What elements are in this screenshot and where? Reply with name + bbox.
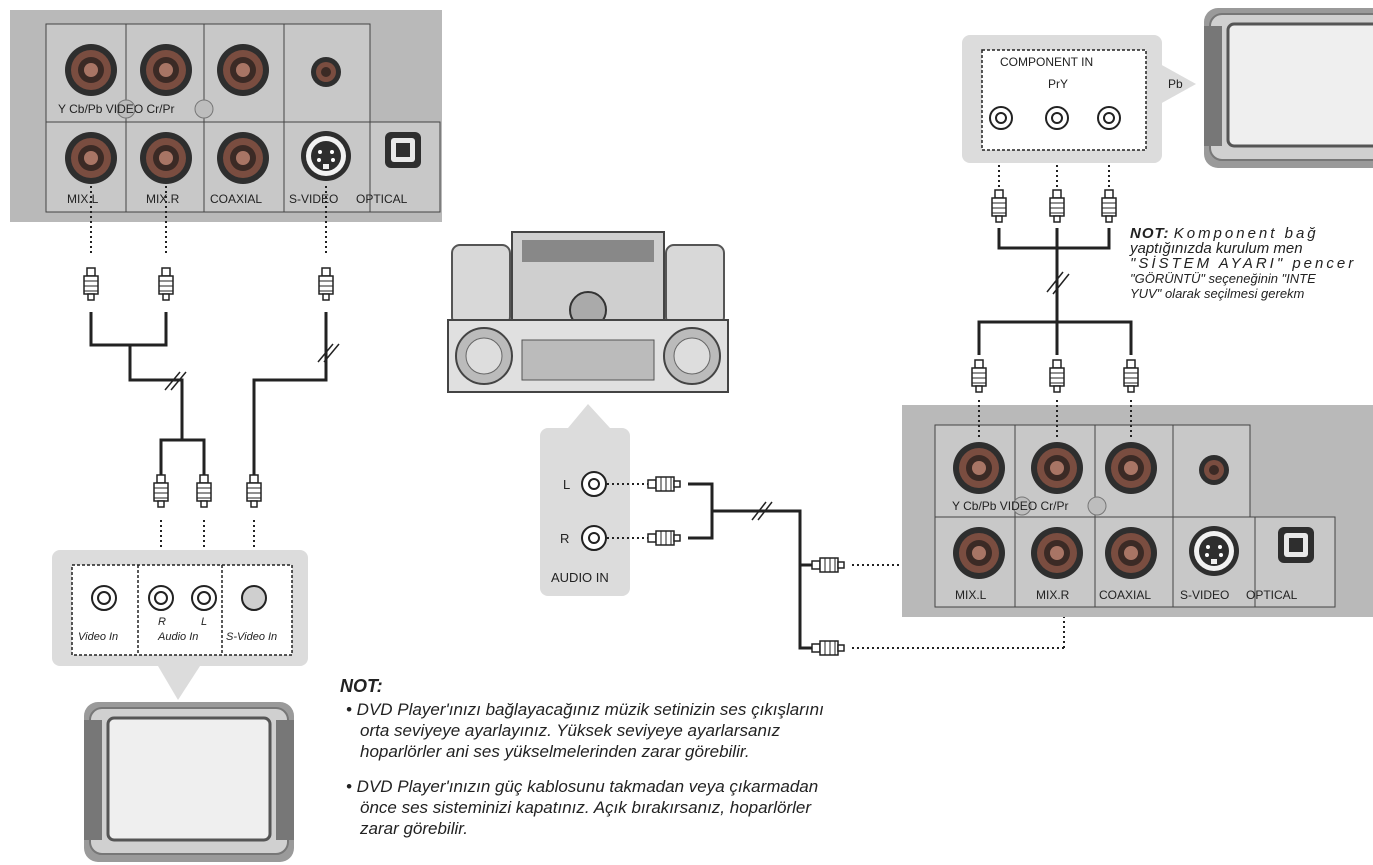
side-note-line5: YUV" olarak seçilmesi gerekm — [1130, 286, 1305, 301]
extra-jack — [311, 57, 341, 87]
audio-in-title: AUDIO IN — [551, 570, 609, 585]
mix-r-jack-right — [1031, 527, 1083, 579]
tv-left — [82, 700, 296, 864]
mix-l-label-right: MIX.L — [955, 588, 987, 602]
side-note-title: NOT: — [1130, 225, 1170, 242]
top-row-label: Y Cb/Pb VIDEO Cr/Pr — [58, 102, 174, 116]
side-note-line4: "GÖRÜNTÜ" seçeneğinin "INTE — [1130, 271, 1316, 286]
coaxial-label: COAXIAL — [210, 192, 262, 206]
plug-s-video-in — [246, 474, 262, 508]
coaxial-label-right: COAXIAL — [1099, 588, 1151, 602]
left-cables — [89, 186, 340, 590]
s-video-label: S-VIDEO — [289, 192, 338, 206]
bottom-note: NOT: • DVD Player'ınızı bağlayacağınız m… — [340, 676, 840, 853]
cr-pr-jack-right — [1105, 442, 1157, 494]
mix-l-jack-right — [953, 527, 1005, 579]
plug-audio-in-r — [647, 530, 681, 546]
plug-mix-r — [158, 267, 174, 301]
stereo-system — [447, 231, 729, 393]
r-label: R — [158, 616, 166, 628]
component-cables — [977, 160, 1133, 440]
mix-l-label: MIX.L — [67, 192, 99, 206]
plug-s-video — [318, 267, 334, 301]
plug-mix-l — [83, 267, 99, 301]
side-note-line3: "SİSTEM AYARI" pencer — [1130, 255, 1357, 272]
tv-right — [1202, 6, 1373, 170]
pry-label: PrY — [1048, 77, 1068, 91]
mix-r-label: MIX.R — [146, 192, 180, 206]
mix-r-label-right: MIX.R — [1036, 588, 1070, 602]
optical-label-right: OPTICAL — [1246, 588, 1298, 602]
optical-label: OPTICAL — [356, 192, 408, 206]
plug-audio-in-l — [647, 476, 681, 492]
y-jack — [65, 44, 117, 96]
plug-audio-l — [196, 474, 212, 508]
plug-mix-r-right — [811, 640, 845, 656]
audio-r-label: R — [560, 531, 569, 546]
note-title: NOT: — [340, 676, 383, 696]
note-item-1: • DVD Player'ınızı bağlayacağınız müzik … — [346, 700, 824, 761]
dvd-player-back-panel-left: Y Cb/Pb VIDEO Cr/Pr MIX.L MIX.R COAXIAL … — [10, 10, 442, 222]
plug-comp-3 — [1101, 189, 1117, 223]
plug-mix-l-right — [811, 557, 845, 573]
s-video-in-label: S-Video In — [226, 631, 277, 643]
video-in-label: Video In — [78, 631, 118, 643]
mix-l-jack — [65, 132, 117, 184]
top-row-label-right: Y Cb/Pb VIDEO Cr/Pr — [952, 499, 1068, 513]
cb-pb-video-jack — [140, 44, 192, 96]
audio-l-label: L — [563, 477, 570, 492]
plug-audio-r — [153, 474, 169, 508]
component-in-title: COMPONENT IN — [1000, 55, 1093, 69]
l-label: L — [201, 616, 207, 628]
coaxial-jack — [217, 132, 269, 184]
audio-in-label: Audio In — [157, 631, 198, 643]
plug-comp-2 — [1049, 189, 1065, 223]
audio-in-callout: L R AUDIO IN — [540, 404, 630, 596]
optical-jack-right — [1278, 527, 1314, 563]
note-item-2: • DVD Player'ınızın güç kablosunu takmad… — [346, 777, 819, 838]
s-video-jack-right — [1189, 526, 1239, 576]
plug-y-right — [971, 359, 987, 393]
component-in-callout: COMPONENT IN PrY Pb — [962, 35, 1196, 163]
coaxial-jack-right — [1105, 527, 1157, 579]
cb-pb-jack-right — [1031, 442, 1083, 494]
dvd-player-back-panel-right: Y Cb/Pb VIDEO Cr/Pr MIX.L MIX.R COAXIAL … — [902, 405, 1373, 617]
side-note-line1: Komponent bağ — [1173, 225, 1319, 242]
s-video-label-right: S-VIDEO — [1180, 588, 1229, 602]
optical-jack — [385, 132, 421, 168]
s-video-jack — [301, 131, 351, 181]
y-jack-right — [953, 442, 1005, 494]
cr-pr-jack — [217, 44, 269, 96]
extra-jack-right — [1199, 455, 1229, 485]
side-note-line2: yaptığınızda kurulum men — [1130, 240, 1303, 257]
tv-input-callout: Video In R L Audio In S-Video In — [52, 550, 308, 700]
mix-r-jack — [140, 132, 192, 184]
pb-label: Pb — [1168, 77, 1183, 91]
component-side-note: NOT: Komponent bağ yaptığınızda kurulum … — [1130, 226, 1373, 301]
plug-comp-1 — [991, 189, 1007, 223]
plug-pr-right — [1123, 359, 1139, 393]
audio-cables — [607, 482, 1065, 650]
plug-pb-right — [1049, 359, 1065, 393]
